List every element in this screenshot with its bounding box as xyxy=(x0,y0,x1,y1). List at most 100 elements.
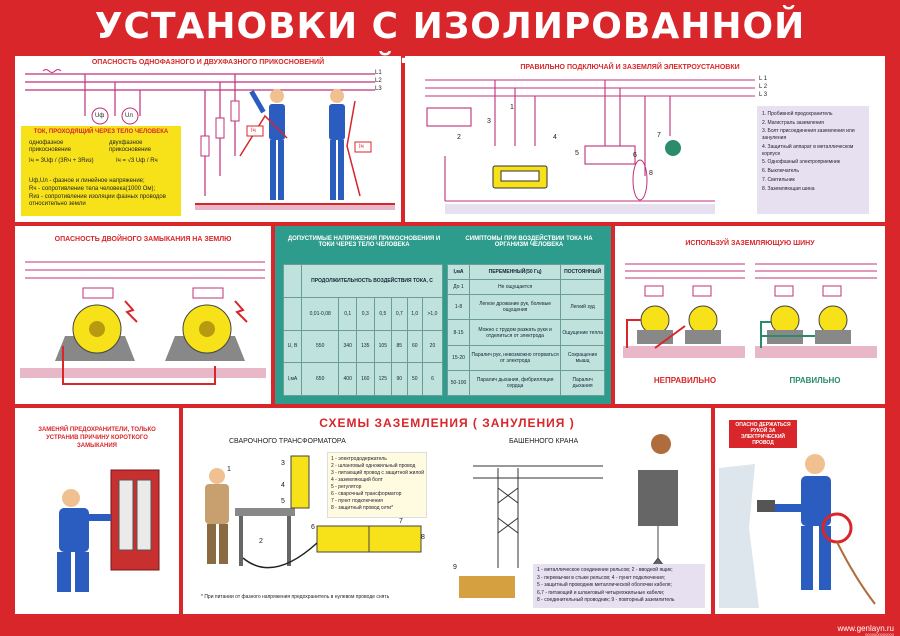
callout-7: 7 xyxy=(657,132,661,139)
legend-item: 5. Однофазный электроприемник xyxy=(762,159,840,165)
i-cell: 50 xyxy=(406,362,423,396)
legend-item: 1 - электрододержатель xyxy=(331,456,387,462)
u-cell: 20 xyxy=(421,329,444,364)
sym-header: I,мА xyxy=(447,263,470,281)
panel-wire-danger: ОПАСНО ДЕРЖАТЬСЯ РУКОЙ ЗА ЭЛЕКТРИЧЕСКИЙ … xyxy=(715,408,885,614)
sym-cell xyxy=(560,279,605,296)
welding-legend: 1 - электрододержатель 2 - шланговый одн… xyxy=(327,452,427,518)
duration-cell: >1,0 xyxy=(421,296,444,331)
poster-title: УСТАНОВКИ С ИЗОЛИРОВАННОЙ НЕЙТРАЛЬЮ xyxy=(94,6,806,93)
panel-title: ЗАМЕНЯЙ ПРЕДОХРАНИТЕЛИ, ТОЛЬКО УСТРАНИВ … xyxy=(38,427,156,449)
sym-cell: Паралич рук, невозможно оторваться от эл… xyxy=(468,344,562,371)
note-2: Rч - сопротивление тела человека(1000 Ом… xyxy=(29,186,156,192)
legend-item: 8 - защитный провод сети* xyxy=(331,505,394,511)
legend-item: 7 - пункт подключения xyxy=(331,498,383,504)
u-cell: 135 xyxy=(355,329,375,364)
earth-fault-diagram xyxy=(20,261,266,385)
i-cell: 90 xyxy=(391,362,408,396)
i-cell: 400 xyxy=(338,362,357,396)
weld-callout-4: 4 xyxy=(281,482,285,489)
grounding-legend: 1. Пробивной предохранитель 2. Магистрал… xyxy=(757,106,869,214)
u-cell: 340 xyxy=(338,329,357,364)
callout-6: 6 xyxy=(633,152,637,159)
duration-cell: 0,3 xyxy=(355,296,375,331)
note-3: Rиз - сопротивление изоляции фазных пров… xyxy=(29,194,166,207)
fuse-illustration xyxy=(57,469,160,592)
subtitle-crane: БАШЕННОГО КРАНА xyxy=(509,438,579,445)
duration-cell: 0,7 xyxy=(391,296,408,331)
row-label-u: U, В xyxy=(283,329,302,364)
sym-cell: Легкое дрожание рук, болевые ощущения xyxy=(468,294,562,321)
legend-item: 3. Болт присоединения заземления или зан… xyxy=(762,128,855,141)
sym-cell: 50-100 xyxy=(447,369,470,397)
panel-single-double-contact: ОПАСНОСТЬ ОДНОФАЗНОГО И ДВУХФАЗНОГО ПРИК… xyxy=(15,56,401,222)
formula-double: Iч = √3 Uф / Rч xyxy=(116,158,158,164)
meter-line: Uл xyxy=(125,113,133,119)
line-label-1: L 1 xyxy=(759,76,768,82)
legend-item: 5 - защитный проводник металлической обо… xyxy=(537,582,672,588)
sym-cell: Легкий зуд xyxy=(560,294,605,321)
duration-header: ПРОДОЛЖИТЕЛЬНОСТЬ ВОЗДЕЙСТВИЯ ТОКА, С xyxy=(301,264,443,298)
footer-site: www.genlayn.ru xyxy=(837,624,894,633)
row-label-i: I,мА xyxy=(283,362,302,396)
wrong-label: НЕПРАВИЛЬНО xyxy=(653,376,717,385)
footer-code: 0000000000000 xyxy=(865,632,894,636)
u-cell: 85 xyxy=(391,329,408,364)
legend-item: 7. Светильник xyxy=(762,177,795,183)
line-label-l3: L3 xyxy=(375,86,382,92)
formula-box-title: ТОК, ПРОХОДЯЩИЙ ЧЕРЕЗ ТЕЛО ЧЕЛОВЕКА xyxy=(33,129,169,135)
empty-cell xyxy=(283,296,302,331)
sym-cell: 1-8 xyxy=(447,294,470,321)
i-cell: 160 xyxy=(355,362,375,396)
voltage-table-bg: ПРОДОЛЖИТЕЛЬНОСТЬ ВОЗДЕЙСТВИЯ ТОКА, С 0,… xyxy=(283,264,444,396)
panel-title: ОПАСНОСТЬ ОДНОФАЗНОГО И ДВУХФАЗНОГО ПРИК… xyxy=(91,59,325,66)
weld-callout-2: 2 xyxy=(259,538,263,545)
note-1: Uф,Uл - фазное и линейное напряжение; xyxy=(29,178,145,184)
legend-item: 6. Выключатель xyxy=(762,168,799,174)
panel-replace-fuses: ЗАМЕНЯЙ ПРЕДОХРАНИТЕЛИ, ТОЛЬКО УСТРАНИВ … xyxy=(15,408,179,614)
callout-1: 1 xyxy=(510,104,514,111)
panel-title: СХЕМЫ ЗАЗЕМЛЕНИЯ ( ЗАНУЛЕНИЯ ) xyxy=(319,416,575,430)
sym-cell: Не ощущается xyxy=(468,279,562,296)
grounding-bus-diagram xyxy=(623,263,877,358)
single-contact-label: однофазное прикосновение xyxy=(29,140,72,153)
sym-cell: Паралич дыхания, фибрилляция сердца xyxy=(468,369,562,397)
weld-callout-6: 6 xyxy=(311,524,315,531)
double-contact-label: двухфазное прикосновение xyxy=(109,140,152,153)
current-label: Iч xyxy=(251,128,256,134)
u-cell: 550 xyxy=(300,329,340,364)
legend-item: 2. Магистраль заземления xyxy=(762,120,824,126)
duration-cell: 0,1 xyxy=(338,296,357,331)
table-right-title: СИМПТОМЫ ПРИ ВОЗДЕЙСТВИИ ТОКА НА ОРГАНИЗ… xyxy=(465,236,593,248)
i-cell: 6 xyxy=(421,362,444,396)
duration-cell: 0,01-0,08 xyxy=(300,296,340,331)
legend-item: 2 - шланговый одножильный провод xyxy=(331,463,416,469)
formula-box: ТОК, ПРОХОДЯЩИЙ ЧЕРЕЗ ТЕЛО ЧЕЛОВЕКА одно… xyxy=(21,126,181,216)
right-label: ПРАВИЛЬНО xyxy=(789,376,841,385)
grounding-diagram xyxy=(425,79,755,214)
legend-item: 3 - питающий провод с защитной жилой xyxy=(331,470,424,476)
sym-cell: 15-20 xyxy=(447,344,470,371)
legend-item: 6 - сварочный трансформатор xyxy=(331,491,402,497)
legend-item: 3 - перемычки в стыке рельсов; 4 - пункт… xyxy=(537,574,666,581)
sym-cell: Сокращение мышц xyxy=(560,344,605,371)
panel-title: ИСПОЛЬЗУЙ ЗАЗЕМЛЯЮЩУЮ ШИНУ xyxy=(685,240,815,247)
sym-cell: Можно с трудом разжать руки и отделиться… xyxy=(468,319,562,346)
legend-item: 8. Заземляющая шина xyxy=(762,186,815,192)
table-left-title: ДОПУСТИМЫЕ НАПРЯЖЕНИЯ ПРИКОСНОВЕНИЯ И ТО… xyxy=(287,236,441,248)
panel-title: ОПАСНОСТЬ ДВОЙНОГО ЗАМЫКАНИЯ НА ЗЕМЛЮ xyxy=(54,236,232,243)
u-cell: 105 xyxy=(373,329,393,364)
line-label-3: L 3 xyxy=(759,92,768,98)
line-label-2: L 2 xyxy=(759,84,768,90)
weld-callout-1: 1 xyxy=(227,466,231,473)
sym-cell: Ощущение тепла xyxy=(560,319,605,346)
legend-item: 1 - металлическое соединение рельсов; 2 … xyxy=(537,567,673,573)
weld-callout-8: 8 xyxy=(421,534,425,541)
current-label-2: Iч xyxy=(359,144,364,150)
legend-item: 4. Защитный аппарат в металлическом корп… xyxy=(762,144,854,157)
legend-item: 1. Пробивной предохранитель xyxy=(762,111,833,117)
panel-grounding-connection: ПРАВИЛЬНО ПОДКЛЮЧАЙ И ЗАЗЕМЛЯЙ ЭЛЕКТРОУС… xyxy=(405,56,885,222)
corner-cell xyxy=(283,264,302,298)
weld-callout-3: 3 xyxy=(281,460,285,467)
